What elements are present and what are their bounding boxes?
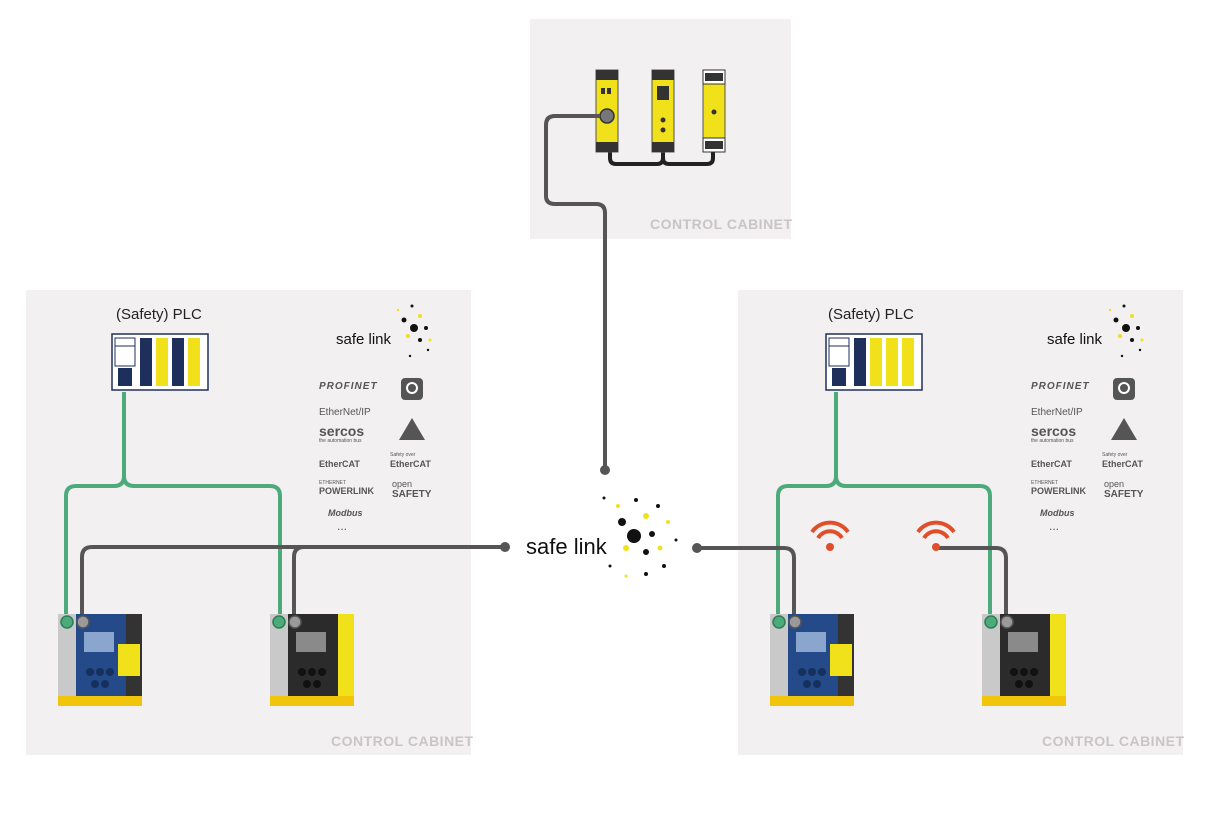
- more-protocols-ellipsis: ...: [337, 519, 348, 533]
- open-safety-logo: SAFETY: [1104, 489, 1144, 500]
- cabinet-label-right: CONTROL CABINET: [1042, 733, 1185, 749]
- safe-link-logo-left-icon: [396, 304, 432, 358]
- iolink-icon: [401, 378, 423, 400]
- powerlink-logo: POWERLINK: [319, 486, 374, 496]
- powerlink-small-label: ETHERNET: [1031, 480, 1058, 486]
- right-device-black: [982, 614, 1066, 706]
- left-green-line-b: [122, 475, 282, 620]
- cip-safety-icon: [1111, 418, 1137, 440]
- safe-link-label-left: safe link: [336, 331, 392, 348]
- powerlink-logo: POWERLINK: [1031, 486, 1086, 496]
- more-protocols-ellipsis: ...: [1049, 519, 1060, 533]
- left-plc: [111, 333, 209, 391]
- ethernet-ip-logo: EtherNet/IP: [1031, 407, 1083, 418]
- sercos-sub-logo: the automation bus: [1031, 438, 1074, 444]
- safety-over-label: Safety over: [390, 452, 416, 458]
- ethercat-logo: EtherCAT: [319, 459, 360, 469]
- right-grey-line-a: [697, 546, 796, 620]
- cabinet-label-left: CONTROL CABINET: [331, 733, 474, 749]
- top-cable: [544, 114, 607, 470]
- plc-title-left: (Safety) PLC: [116, 306, 202, 323]
- safety-ethercat-logo: EtherCAT: [1102, 459, 1143, 469]
- safety-module-1: [595, 69, 619, 153]
- left-green-line-a: [64, 392, 126, 620]
- left-device-black: [270, 614, 354, 706]
- sercos-logo: sercos: [1031, 423, 1077, 439]
- safe-link-logo-center-icon: [602, 496, 678, 578]
- sercos-sub-logo: the automation bus: [319, 438, 362, 444]
- right-device-blue: [770, 614, 854, 706]
- wifi-icon: [810, 520, 850, 551]
- ethercat-logo: EtherCAT: [1031, 459, 1072, 469]
- right-green-line-a: [776, 392, 838, 620]
- profinet-logo: PROFINET: [1031, 381, 1090, 392]
- safety-module-3: [702, 69, 726, 153]
- safety-over-label: Safety over: [1102, 452, 1128, 458]
- right-green-line-b: [834, 475, 992, 620]
- left-grey-line-b: [292, 545, 505, 620]
- modbus-logo: Modbus: [328, 508, 363, 518]
- left-grey-line-a: [80, 545, 505, 620]
- powerlink-small-label: ETHERNET: [319, 480, 346, 486]
- right-grey-line-b: [936, 546, 1008, 620]
- profinet-logo: PROFINET: [319, 381, 378, 392]
- safe-link-label-right: safe link: [1047, 331, 1103, 348]
- modbus-logo: Modbus: [1040, 508, 1075, 518]
- open-safety-top-label: open: [1104, 479, 1125, 489]
- open-safety-top-label: open: [392, 479, 413, 489]
- ethernet-ip-logo: EtherNet/IP: [319, 407, 371, 418]
- safety-module-2: [651, 69, 675, 153]
- safe-link-logo-right-icon: [1108, 304, 1144, 358]
- wifi-icon: [916, 520, 956, 551]
- safe-link-label-center: safe link: [526, 534, 607, 559]
- open-safety-logo: SAFETY: [392, 489, 432, 500]
- cabinet-label-top: CONTROL CABINET: [650, 216, 793, 232]
- plc-title-right: (Safety) PLC: [828, 306, 914, 323]
- cip-safety-icon: [399, 418, 425, 440]
- top-modules: [595, 69, 726, 166]
- right-plc: [825, 333, 923, 391]
- iolink-icon: [1113, 378, 1135, 400]
- left-device-blue: [58, 614, 142, 706]
- sercos-logo: sercos: [319, 423, 365, 439]
- safety-ethercat-logo: EtherCAT: [390, 459, 431, 469]
